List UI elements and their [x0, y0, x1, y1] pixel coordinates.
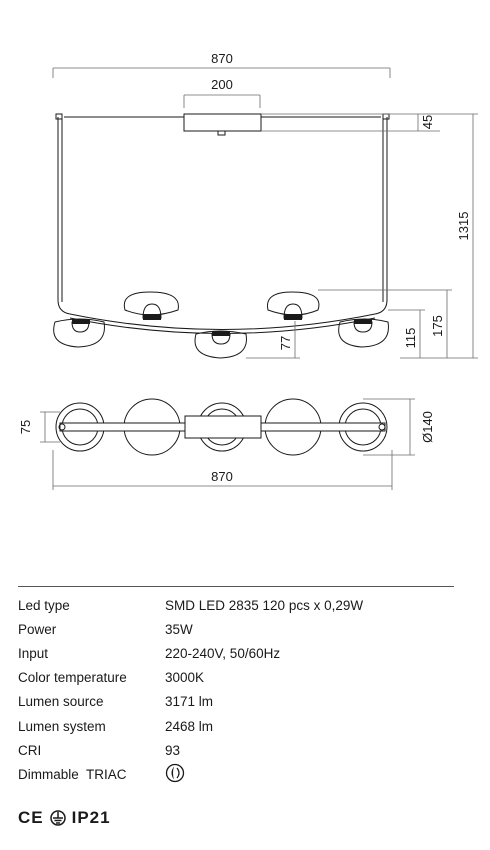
spec-row-cri: CRI 93: [18, 738, 454, 762]
spec-table: Led type SMD LED 2835 120 pcs x 0,29W Po…: [18, 586, 454, 787]
spec-row-power: Power 35W: [18, 617, 454, 641]
dim-width-top-label: 870: [211, 51, 233, 66]
spec-label: Power: [18, 621, 57, 637]
spec-row-input: Input 220-240V, 50/60Hz: [18, 641, 454, 665]
ceiling-canopy: [183, 113, 262, 132]
spec-value: SMD LED 2835 120 pcs x 0,29W: [165, 597, 364, 613]
ce-mark-icon: CE: [18, 808, 44, 827]
spec-value: 220-240V, 50/60Hz: [165, 645, 281, 661]
dim-plan-diameter: Ø140: [363, 398, 435, 456]
dim-box-width: 200: [183, 77, 261, 108]
spec-row-lumen-source: Lumen source 3171 lm: [18, 690, 454, 714]
spec-value: [165, 763, 454, 786]
dim-lower-175: 175: [318, 289, 452, 358]
dim-box-width-label: 200: [211, 77, 233, 92]
certification-marks: CE IP21: [18, 808, 111, 828]
dim-box-height: 45: [261, 113, 440, 132]
spec-label: Led type: [18, 597, 70, 613]
dim-plan-depth-label: 75: [18, 420, 33, 434]
dim-lower-175-label: 175: [430, 315, 445, 337]
spec-row-led-type: Led type SMD LED 2835 120 pcs x 0,29W: [18, 593, 454, 617]
dim-plan-depth: 75: [18, 411, 60, 443]
spec-label: Lumen source: [18, 694, 104, 710]
dim-plan-width-label: 870: [211, 469, 233, 484]
spec-label: Lumen system: [18, 718, 106, 734]
technical-drawing: 870 200: [18, 51, 478, 490]
spec-value: 2468 lm: [165, 718, 214, 734]
spec-label: Dimmable TRIAC: [18, 766, 127, 782]
spec-row-lumen-system: Lumen system 2468 lm: [18, 714, 454, 738]
dim-lower-115: 115: [388, 309, 425, 358]
dim-box-height-label: 45: [420, 115, 435, 129]
spec-label: CRI: [18, 742, 42, 758]
dim-plan-width: 870: [52, 450, 393, 490]
dim-total-height: 1315: [400, 113, 478, 359]
dim-plan-diameter-label: Ø140: [420, 411, 435, 443]
dim-width-top: 870: [52, 51, 391, 78]
dim-lower-77-label: 77: [278, 336, 293, 350]
dim-total-height-label: 1315: [456, 212, 471, 241]
spec-value: 3171 lm: [165, 694, 214, 710]
elevation-view: [53, 113, 390, 359]
spec-row-dimmable: Dimmable TRIAC: [18, 762, 454, 786]
spec-value: 3000K: [165, 670, 205, 686]
spec-value: 93: [165, 742, 181, 758]
ip-rating-badge: IP21: [71, 808, 111, 827]
spec-row-color-temperature: Color temperature 3000K: [18, 666, 454, 690]
plan-view: [55, 398, 388, 456]
dim-lower-77: 77: [246, 321, 300, 359]
spec-value: 35W: [165, 621, 193, 637]
dim-lower-115-label: 115: [403, 328, 418, 349]
spec-label: Input: [18, 645, 49, 661]
earth-ground-icon: [49, 810, 66, 826]
spec-label: Color temperature: [18, 670, 127, 686]
dimmable-icon: [165, 763, 185, 783]
